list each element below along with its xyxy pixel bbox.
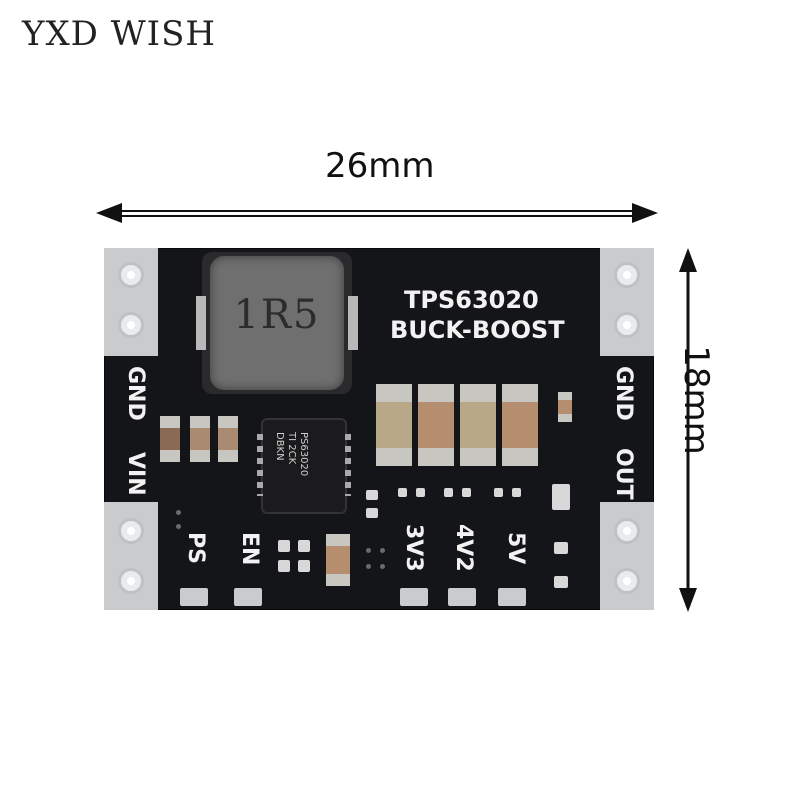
ic-pins [257, 434, 263, 496]
resistor [218, 416, 238, 462]
smd-pad [278, 540, 290, 552]
bottom-pad-4v2 [448, 588, 476, 606]
through-hole [118, 262, 144, 288]
resistor [160, 416, 180, 462]
label-out: OUT [611, 448, 636, 500]
via [176, 524, 181, 529]
bottom-pad-3v3 [400, 588, 428, 606]
smd-pad [366, 490, 378, 500]
label-5v: 5V [503, 532, 528, 565]
led [558, 392, 572, 422]
via [380, 564, 385, 569]
smd-pad [462, 488, 471, 497]
inductor: 1R5 [196, 252, 358, 394]
label-en: EN [237, 532, 262, 566]
smd-pad [554, 542, 568, 554]
height-arrow [679, 248, 697, 612]
capacitor [460, 384, 496, 466]
resistor [190, 416, 210, 462]
width-arrow [96, 203, 658, 223]
smd-pad [512, 488, 521, 497]
through-hole [118, 518, 144, 544]
chip-subtitle: BUCK-BOOST [390, 316, 565, 344]
smd-component [552, 484, 570, 510]
smd-pad [366, 508, 378, 518]
watermark-text: YXD WISH [22, 14, 217, 54]
label-3v3: 3V3 [401, 524, 426, 572]
bottom-pad-5v [498, 588, 526, 606]
ic-chip: PS63020 TI 2CK DBKN [257, 418, 351, 514]
capacitor [376, 384, 412, 466]
bottom-pad-en [234, 588, 262, 606]
inductor-terminal [196, 296, 206, 350]
smd-pad [298, 540, 310, 552]
inductor-terminal [348, 296, 358, 350]
smd-pad [416, 488, 425, 497]
smd-pad [398, 488, 407, 497]
label-gnd-left: GND [123, 366, 148, 421]
smd-pad [278, 560, 290, 572]
pcb-board: 1R5 TPS63020 BUCK-BOOST GND VIN GND OUT … [104, 248, 654, 610]
label-gnd-right: GND [611, 366, 636, 421]
through-hole [118, 312, 144, 338]
bottom-pad-ps [180, 588, 208, 606]
label-ps: PS [183, 532, 208, 564]
inductor-marking: 1R5 [233, 292, 321, 338]
label-4v2: 4V2 [451, 524, 476, 572]
ic-pins [345, 434, 351, 496]
via [366, 564, 371, 569]
ic-marking: PS63020 TI 2CK DBKN [274, 432, 309, 477]
inductor-body [210, 256, 344, 390]
smd-pad [298, 560, 310, 572]
smd-pad [444, 488, 453, 497]
capacitor [418, 384, 454, 466]
through-hole [614, 568, 640, 594]
through-hole [614, 312, 640, 338]
through-hole [614, 518, 640, 544]
chip-title: TPS63020 [404, 286, 539, 314]
width-dimension-label: 26mm [325, 146, 435, 186]
via [176, 510, 181, 515]
capacitor-small [326, 534, 350, 586]
smd-pad [494, 488, 503, 497]
capacitor [502, 384, 538, 466]
through-hole [614, 262, 640, 288]
label-vin: VIN [123, 452, 148, 496]
via [366, 548, 371, 553]
smd-pad [554, 576, 568, 588]
through-hole [118, 568, 144, 594]
via [380, 548, 385, 553]
